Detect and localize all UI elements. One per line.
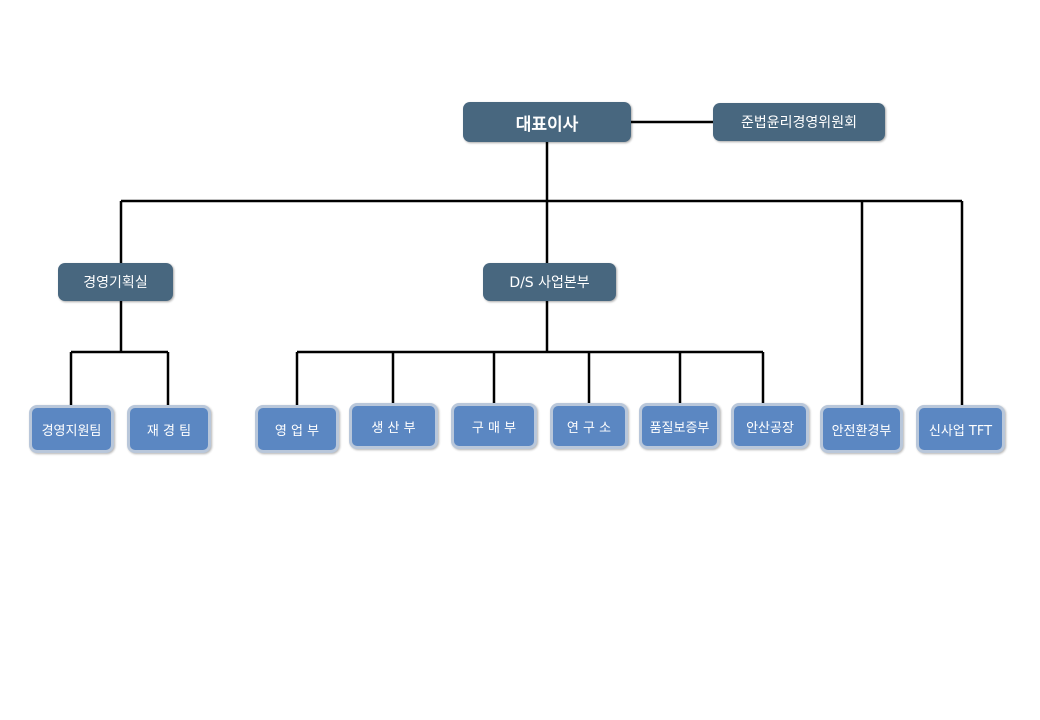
ansan-plant-label: 안산공장	[746, 420, 794, 436]
sales-dept-label: 영 업 부	[274, 423, 320, 439]
committee-box: 준법윤리경영위원회	[713, 103, 885, 141]
safety-dept-box: 안전환경부	[820, 405, 903, 453]
safety-dept-label: 안전환경부	[831, 423, 892, 439]
finance-team-box: 재 경 팀	[127, 405, 211, 453]
planning-office-box: 경영기획실	[58, 263, 173, 301]
finance-team-label: 재 경 팀	[146, 423, 192, 439]
sales-dept-box: 영 업 부	[255, 405, 339, 453]
new-business-box: 신사업 TFT	[916, 405, 1005, 453]
ds-division-label: D/S 사업본부	[509, 275, 590, 291]
support-team-box: 경영지원팀	[29, 405, 114, 453]
research-lab-label: 연 구 소	[566, 420, 612, 436]
planning-office-label: 경영기획실	[83, 275, 148, 291]
quality-assurance-box: 품질보증부	[639, 403, 720, 449]
support-team-label: 경영지원팀	[41, 423, 102, 439]
research-lab-box: 연 구 소	[550, 403, 628, 449]
ceo-label: 대표이사	[515, 114, 579, 135]
production-dept-box: 생 산 부	[349, 403, 438, 449]
production-dept-label: 생 산 부	[371, 420, 416, 436]
ansan-plant-box: 안산공장	[731, 403, 809, 449]
ds-division-box: D/S 사업본부	[483, 263, 616, 301]
purchasing-dept-label: 구 매 부	[471, 420, 517, 436]
committee-label: 준법윤리경영위원회	[741, 115, 857, 131]
new-business-label: 신사업 TFT	[928, 423, 993, 439]
ceo-box: 대표이사	[463, 102, 631, 142]
quality-assurance-label: 품질보증부	[649, 420, 710, 436]
purchasing-dept-box: 구 매 부	[451, 403, 537, 449]
